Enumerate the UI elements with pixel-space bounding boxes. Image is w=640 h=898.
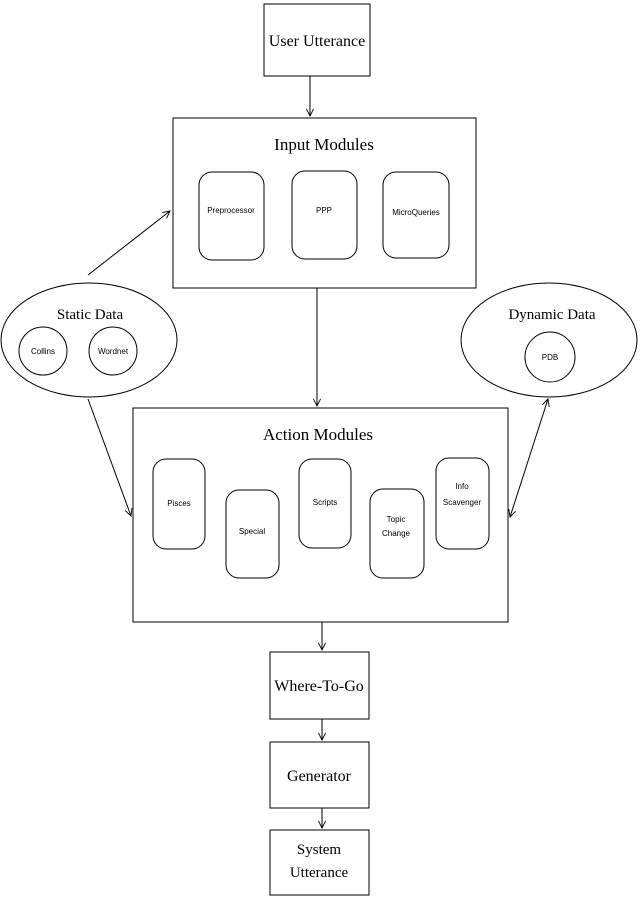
where-to-go-label: Where-To-Go [274, 678, 364, 695]
dynamic-data-title: Dynamic Data [508, 307, 595, 323]
special-label: Special [239, 527, 265, 536]
where-to-go-box [269, 651, 370, 720]
collins-label: Collins [31, 347, 55, 356]
user-utterance-box [263, 3, 371, 77]
preprocessor-module [198, 171, 265, 261]
edge-static-data-to-input-modules [87, 211, 170, 276]
edge-action-modules-dynamic-data-bidirectional [510, 399, 548, 517]
wordnet-circle [88, 326, 138, 376]
microqueries-label: MicroQueries [392, 208, 440, 217]
info-scavenger-module [435, 457, 490, 550]
system-utterance-label-line1: System [297, 842, 342, 858]
ppp-module [291, 170, 358, 260]
pisces-label: Pisces [167, 499, 191, 508]
wordnet-label: Wordnet [98, 347, 129, 356]
dynamic-data-ellipse [460, 282, 638, 398]
edge-static-data-to-action-modules [87, 398, 131, 516]
action-modules-box [132, 407, 509, 623]
pdb-label: PDB [542, 353, 558, 362]
input-modules-box [172, 117, 477, 289]
microqueries-module [382, 171, 450, 259]
system-utterance-box [269, 829, 370, 896]
preprocessor-label: Preprocessor [207, 206, 255, 215]
special-module [225, 489, 280, 579]
topic-change-label-line1: Topic [387, 515, 406, 524]
pdb-circle [524, 331, 576, 383]
generator-label: Generator [287, 768, 352, 785]
action-modules-title: Action Modules [263, 425, 373, 444]
pisces-module [152, 458, 206, 550]
collins-circle [18, 326, 68, 376]
input-modules-title: Input Modules [274, 135, 374, 154]
system-utterance-label-line2: Utterance [290, 865, 349, 881]
info-scavenger-label-line2: Scavenger [443, 498, 482, 507]
generator-box [269, 741, 370, 809]
topic-change-module [369, 488, 425, 579]
scripts-module [298, 458, 352, 549]
static-data-ellipse [0, 282, 178, 398]
user-utterance-label: User Utterance [269, 33, 365, 50]
static-data-title: Static Data [57, 307, 124, 323]
ppp-label: PPP [316, 206, 332, 215]
topic-change-label-line2: Change [382, 529, 411, 538]
scripts-label: Scripts [313, 498, 337, 507]
info-scavenger-label-line1: Info [455, 482, 469, 491]
